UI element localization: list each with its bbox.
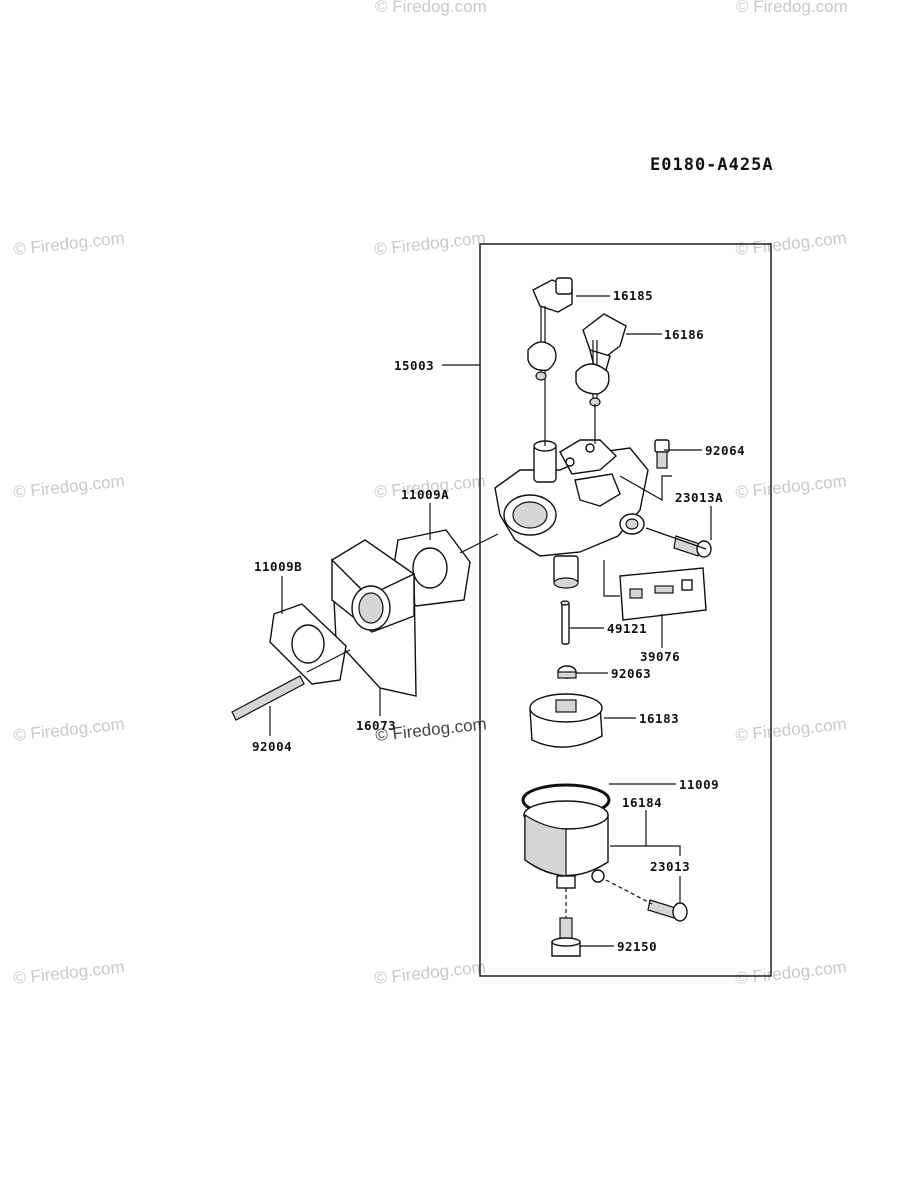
part-label-15003[interactable]: 15003 (394, 358, 434, 373)
part-label-11009[interactable]: 11009 (679, 777, 719, 792)
part-label-92064[interactable]: 92064 (705, 443, 745, 458)
part-label-16185[interactable]: 16185 (613, 288, 653, 303)
watermark: © Firedog.com (12, 714, 125, 745)
watermark: © Firedog.com (12, 228, 125, 259)
part-label-39076[interactable]: 39076 (640, 649, 680, 664)
part-label-16184[interactable]: 16184 (622, 795, 662, 810)
watermark: © Firedog.com (373, 957, 486, 988)
watermark: © Firedog.com (734, 471, 847, 502)
watermark: © Firedog.com (373, 228, 486, 259)
part-label-92004[interactable]: 92004 (252, 739, 292, 754)
part-label-16073[interactable]: 16073 (356, 718, 396, 733)
insulator-16073[interactable] (331, 539, 417, 697)
gasket-11009B[interactable] (269, 603, 347, 685)
part-label-92063[interactable]: 92063 (611, 666, 651, 681)
screw-92064[interactable] (654, 439, 670, 469)
jet-kit-39076[interactable] (619, 567, 707, 621)
part-label-23013A[interactable]: 23013A (675, 490, 723, 505)
assembly-frame (479, 243, 772, 977)
part-label-16186[interactable]: 16186 (664, 327, 704, 342)
watermark: © Firedog.com (375, 0, 487, 16)
watermark: © Firedog.com (12, 471, 125, 502)
screw-23013[interactable] (647, 899, 688, 922)
part-label-11009A[interactable]: 11009A (401, 487, 449, 502)
part-label-92150[interactable]: 92150 (617, 939, 657, 954)
stud-92004[interactable] (231, 675, 305, 721)
part-label-16183[interactable]: 16183 (639, 711, 679, 726)
watermark: © Firedog.com (12, 957, 125, 988)
part-label-49121[interactable]: 49121 (607, 621, 647, 636)
bolt-92150[interactable] (551, 917, 581, 957)
carburetor-body-15003[interactable] (494, 439, 649, 589)
diagram-code: E0180-A425A (650, 155, 774, 175)
throttle-shaft-16186[interactable] (575, 313, 627, 407)
watermark: © Firedog.com (736, 0, 848, 16)
choke-shaft-16185[interactable] (527, 277, 573, 381)
float-16183[interactable] (529, 693, 603, 748)
part-labels: 16185 16186 15003 92064 11009A 23013A 11… (252, 288, 745, 954)
leader-lines (269, 295, 712, 947)
part-label-23013[interactable]: 23013 (650, 859, 690, 874)
screw-spring-23013A[interactable] (673, 535, 712, 558)
plug-92063[interactable] (557, 665, 577, 679)
watermark: © Firedog.com (734, 714, 847, 745)
part-label-11009B[interactable]: 11009B (254, 559, 302, 574)
needle-49121[interactable] (560, 600, 570, 645)
watermark: © Firedog.com (734, 957, 847, 988)
float-bowl-16184[interactable] (523, 800, 609, 889)
